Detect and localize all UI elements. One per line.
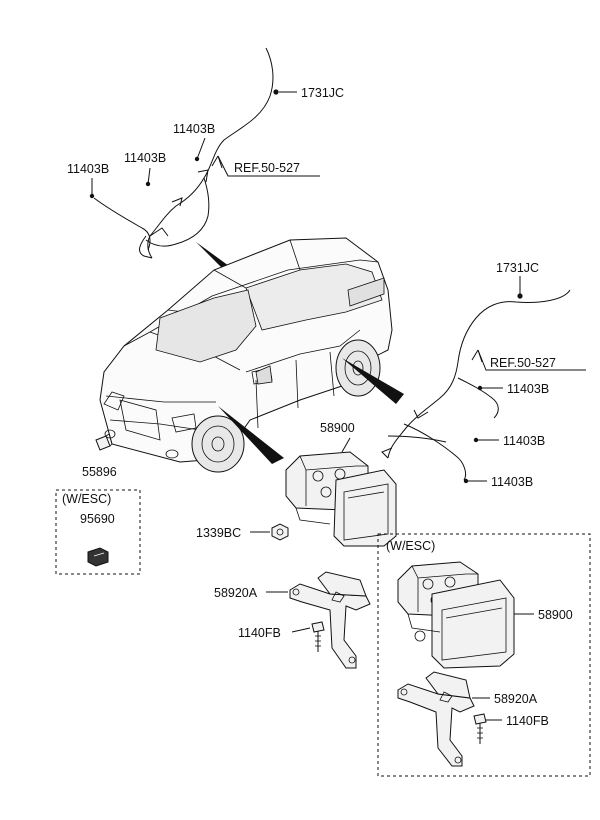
esc-bolt-label: 1140FB <box>506 714 549 728</box>
rear-wheel-sensor-harness <box>381 289 571 481</box>
harness-rear-top-label: 1731JC <box>496 261 539 275</box>
front-wheel-sensor-harness <box>93 47 274 259</box>
abs-unit-label: 58900 <box>320 421 355 435</box>
esc-sensor-part <box>87 547 109 567</box>
ref-rear-label: REF.50-527 <box>490 356 556 370</box>
clip-a-label: 11403B <box>173 122 215 136</box>
rear-harness-pointer <box>342 358 404 404</box>
harness-rear-top-marker <box>517 293 523 299</box>
esc-bracket-label: 58920A <box>494 692 538 706</box>
esc-abs-unit-label: 58900 <box>538 608 573 622</box>
esc-abs-unit-part <box>397 561 515 669</box>
ref-front-label: REF.50-527 <box>234 161 300 175</box>
esc-sensor-box <box>55 489 141 575</box>
harness-front-top-label: 1731JC <box>301 86 344 100</box>
esc-bolt-part <box>473 713 487 744</box>
clip-rear-1-label: 11403B <box>507 382 549 396</box>
esc-group-box <box>377 533 591 777</box>
abs-pointer <box>218 406 284 464</box>
clip-rear-3-label: 11403B <box>491 475 533 489</box>
sensor-55896-part <box>95 433 113 451</box>
esc-group-title: (W/ESC) <box>386 539 435 553</box>
sensor-label: 55896 <box>82 465 117 479</box>
bolt-part <box>311 621 325 652</box>
bracket-label: 58920A <box>214 586 258 600</box>
esc-sensor-label: 95690 <box>80 512 115 526</box>
clip-rear-2-label: 11403B <box>503 434 545 448</box>
abs-unit-part <box>285 451 397 547</box>
bolt-label: 1140FB <box>238 626 281 640</box>
vehicle-illustration <box>99 237 393 473</box>
clip-b-label: 11403B <box>124 151 166 165</box>
harness-front-top-marker <box>273 89 279 95</box>
clip-rear-1-marker <box>477 385 483 391</box>
esc-bracket-part <box>397 671 475 767</box>
bracket-part <box>289 571 371 669</box>
esc-box-title: (W/ESC) <box>62 492 111 506</box>
clip-rear-3-marker <box>463 478 469 484</box>
clip-rear-2-marker <box>473 437 479 443</box>
nut-part <box>271 523 289 541</box>
nut-label: 1339BC <box>196 526 241 540</box>
clip-c-label: 11403B <box>67 162 109 176</box>
